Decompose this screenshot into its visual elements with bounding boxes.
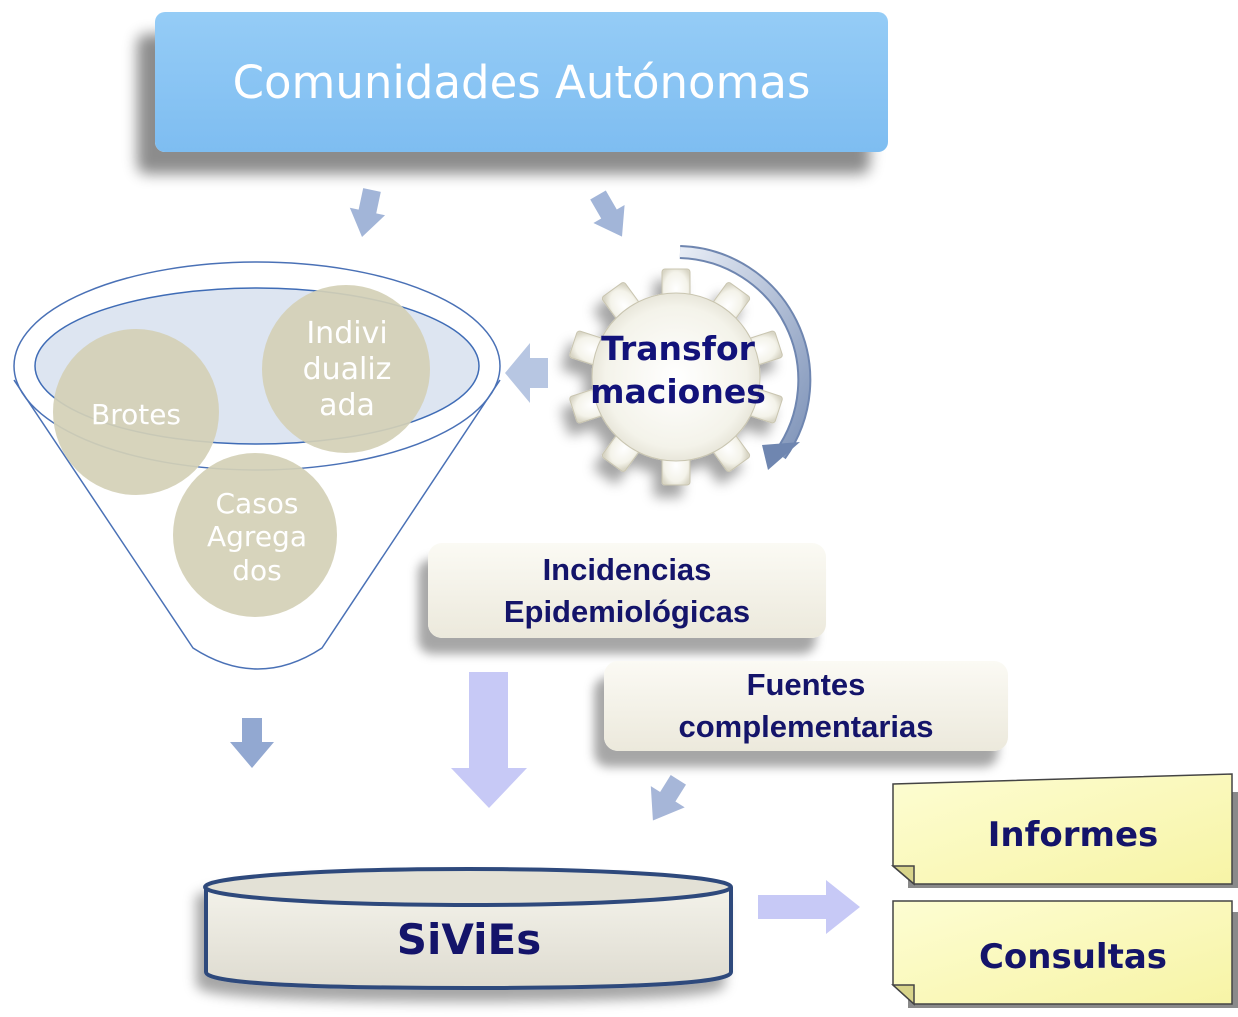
curved-arrow	[679, 245, 812, 470]
circle-individualizada	[262, 285, 430, 453]
consultas-label: Consultas	[978, 937, 1168, 977]
note-consultas	[891, 900, 1238, 1008]
arrow-fuentes-down	[650, 775, 686, 821]
gear-label: Transfor maciones	[590, 329, 766, 411]
database-cylinder	[203, 867, 733, 991]
card-fuentes-label: Fuentes complementarias	[678, 667, 934, 744]
card-incidencias: Incidencias Epidemiológicas	[428, 543, 826, 638]
banner-title: Comunidades Autónomas	[232, 55, 811, 109]
database-label: SiViEs	[396, 915, 542, 964]
circle-casos-agregados	[173, 453, 337, 617]
arrow-to-outputs	[758, 880, 860, 934]
circle-casos-agregados-label: Casos Agrega dos	[207, 486, 307, 587]
arrow-funnel-down	[230, 718, 274, 768]
gear	[569, 268, 783, 486]
card-fuentes: Fuentes complementarias	[604, 661, 1008, 751]
arrow-gear-to-funnel	[505, 343, 548, 403]
circle-brotes	[53, 329, 219, 495]
informes-label: Informes	[987, 815, 1159, 855]
circle-individualizada-label: Indivi dualiz ada	[302, 316, 392, 423]
arrow-banner-right	[590, 190, 625, 237]
circle-brotes-label: Brotes	[90, 398, 182, 432]
arrow-banner-left	[349, 188, 386, 237]
arrow-incidencias-down	[451, 672, 527, 808]
note-informes	[890, 773, 1238, 888]
banner-comunidades: Comunidades Autónomas	[155, 12, 888, 152]
card-incidencias-label: Incidencias Epidemiológicas	[503, 551, 751, 629]
